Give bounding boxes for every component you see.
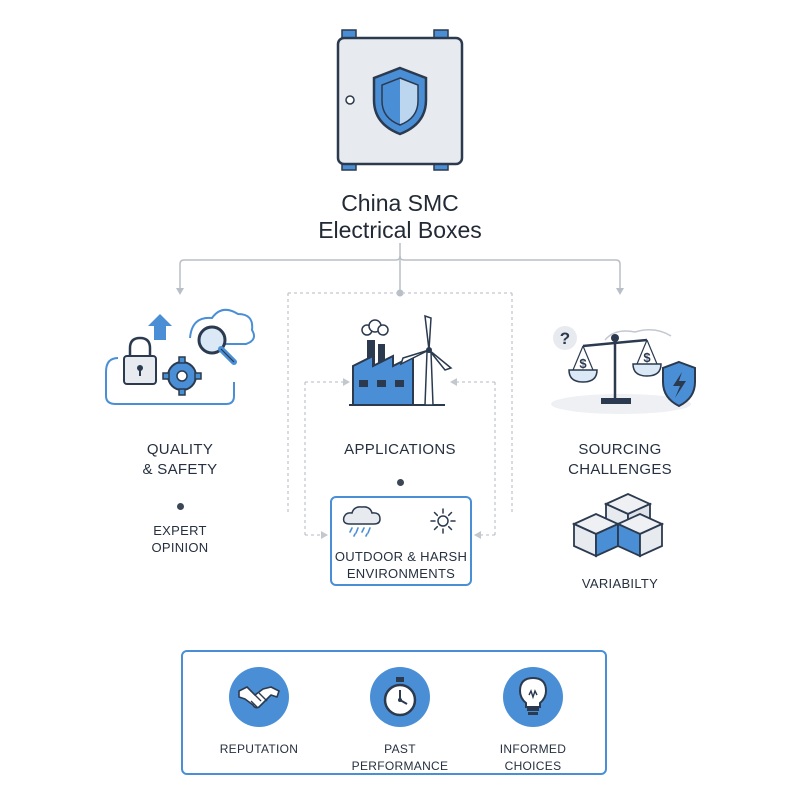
rain-cloud-icon [342,506,381,537]
past-performance-label: PAST PERFORMANCE [340,741,460,775]
quality-safety-label: QUALITY & SAFETY [110,440,250,480]
informed-choices-line2: CHOICES [504,759,562,773]
sourcing-line1: SOURCING [578,441,662,458]
expert-opinion-label: EXPERT OPINION [110,522,250,556]
reputation-line1: REPUTATION [219,742,299,756]
main-title-line1: China SMC [341,190,459,216]
informed-choices-line1: INFORMED [499,742,567,756]
main-title-line2: Electrical Boxes [318,217,482,243]
sun-icon [430,508,456,534]
variability-label: VARIABILTY [581,576,659,591]
past-performance-line1: PAST [384,742,416,756]
reputation-label: REPUTATION [199,741,319,758]
outdoor-environments-label: OUTDOOR & HARSH ENVIRONMENTS [332,548,470,582]
svg-text:?: ? [560,329,570,348]
electrical-box-icon [336,29,464,171]
quality-safety-icon [105,308,255,405]
sourcing-scales-icon: ? $ $ [551,326,696,414]
svg-text:$: $ [643,350,651,365]
lightbulb-icon [503,667,563,727]
outdoor-environments-box: OUTDOOR & HARSH ENVIRONMENTS [330,496,472,586]
bullet-dot [177,503,184,510]
informed-choices-label: INFORMED CHOICES [473,741,593,775]
sourcing-line2: CHALLENGES [568,461,672,478]
expert-opinion-line1: EXPERT [153,523,207,538]
quality-safety-line2: & SAFETY [142,461,218,478]
svg-text:$: $ [579,356,587,371]
past-performance-line2: PERFORMANCE [351,759,449,773]
blocks-icon [571,493,665,558]
sourcing-challenges-label: SOURCING CHALLENGES [545,440,695,480]
main-title: China SMC Electrical Boxes [200,190,600,244]
applications-label: APPLICATIONS [344,441,456,458]
outdoor-line2: ENVIRONMENTS [346,566,456,581]
stopwatch-icon [370,667,430,727]
factory-turbine-icon [349,314,453,406]
quality-safety-line1: QUALITY [146,441,214,458]
outdoor-line1: OUTDOOR & HARSH [334,549,468,564]
expert-opinion-line2: OPINION [151,540,209,555]
handshake-icon [229,667,289,727]
bullet-dot [397,479,404,486]
